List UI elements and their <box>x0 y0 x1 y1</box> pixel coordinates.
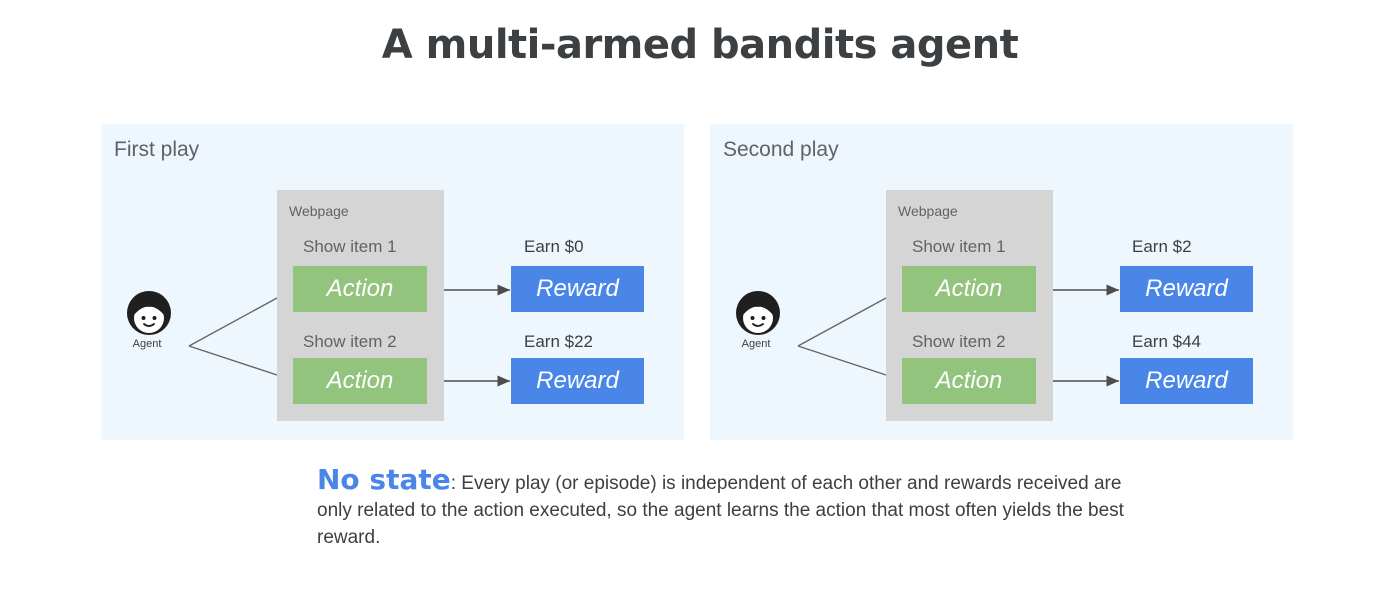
reward-box-1: Reward <box>1120 266 1253 312</box>
second-play-panel: Second play Agent Webpage Show item 1 Ac… <box>710 124 1293 440</box>
webpage-box: Webpage Show item 1 Action Show item 2 A… <box>277 190 444 421</box>
action-box-2: Action <box>902 358 1036 404</box>
agent-line-to-action-2 <box>188 345 278 376</box>
agent-line-to-action-2 <box>797 345 887 376</box>
agent-label: Agent <box>741 338 771 350</box>
action-box-1: Action <box>902 266 1036 312</box>
webpage-label: Webpage <box>898 203 958 219</box>
no-state-note: No state: Every play (or episode) is ind… <box>317 466 1137 551</box>
agent-line-to-action-1 <box>797 297 887 347</box>
earn-label-2: Earn $44 <box>1132 332 1201 351</box>
webpage-label: Webpage <box>289 203 349 219</box>
agent-face-icon <box>127 291 171 335</box>
action-box-1: Action <box>293 266 427 312</box>
agent-face-icon <box>736 291 780 335</box>
item-label-1: Show item 1 <box>912 237 1006 256</box>
panel-title: First play <box>114 138 200 161</box>
agent-label: Agent <box>132 338 162 350</box>
earn-label-2: Earn $22 <box>524 332 593 351</box>
item-label-2: Show item 2 <box>303 332 397 351</box>
note-heading: No state <box>317 463 451 496</box>
page-title: A multi-armed bandits agent <box>381 22 1019 68</box>
item-label-1: Show item 1 <box>303 237 397 256</box>
earn-label-1: Earn $0 <box>524 237 584 256</box>
note-text: : Every play (or episode) is independent… <box>317 473 1124 548</box>
panel-title: Second play <box>723 138 839 161</box>
reward-box-1: Reward <box>511 266 644 312</box>
item-label-2: Show item 2 <box>912 332 1006 351</box>
reward-box-2: Reward <box>1120 358 1253 404</box>
action-box-2: Action <box>293 358 427 404</box>
first-play-panel: First play Agent Webpage Show item 1 Act… <box>101 124 684 440</box>
agent-line-to-action-1 <box>188 297 278 347</box>
webpage-box: Webpage Show item 1 Action Show item 2 A… <box>886 190 1053 421</box>
reward-box-2: Reward <box>511 358 644 404</box>
earn-label-1: Earn $2 <box>1132 237 1192 256</box>
